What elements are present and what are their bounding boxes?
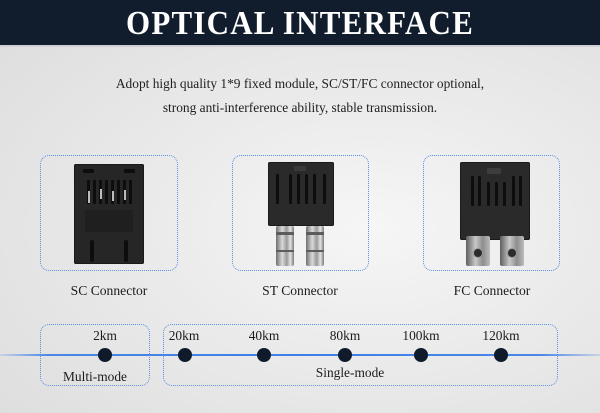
intro-text-line-2: strong anti-interference ability, stable… <box>162 100 438 115</box>
st-connector-card <box>232 155 369 271</box>
fc-connector-card <box>423 155 560 271</box>
distance-label-80km: 80km <box>329 328 361 343</box>
distance-label-2km: 2km <box>93 328 117 343</box>
st-connector-label: ST Connector <box>262 283 338 298</box>
distance-marker-20km <box>178 348 192 362</box>
distance-label-120km: 120km <box>482 328 520 343</box>
distance-label-40km: 40km <box>248 328 280 343</box>
distance-label-100km: 100km <box>402 328 440 343</box>
multi-mode-group-box <box>40 324 150 386</box>
distance-marker-40km <box>257 348 271 362</box>
distance-timeline-line <box>0 354 600 356</box>
distance-marker-120km <box>494 348 508 362</box>
single-mode-label: Single-mode <box>315 365 385 380</box>
fc-connector-label: FC Connector <box>453 283 531 298</box>
distance-label-20km: 20km <box>168 328 200 343</box>
single-mode-group-box <box>163 324 558 386</box>
page-title: OPTICAL INTERFACE <box>126 3 474 41</box>
sc-connector-card <box>40 155 178 271</box>
distance-marker-2km <box>98 348 112 362</box>
distance-marker-100km <box>414 348 428 362</box>
multi-mode-label: Multi-mode <box>63 369 127 384</box>
st-connector-module-icon <box>268 162 334 268</box>
distance-marker-80km <box>338 348 352 362</box>
sc-connector-label: SC Connector <box>70 283 148 298</box>
header-banner: OPTICAL INTERFACE <box>0 0 600 47</box>
sc-connector-module-icon <box>74 164 144 264</box>
intro-text-line-1: Adopt high quality 1*9 fixed module, SC/… <box>115 76 485 91</box>
fc-connector-module-icon <box>460 162 530 268</box>
